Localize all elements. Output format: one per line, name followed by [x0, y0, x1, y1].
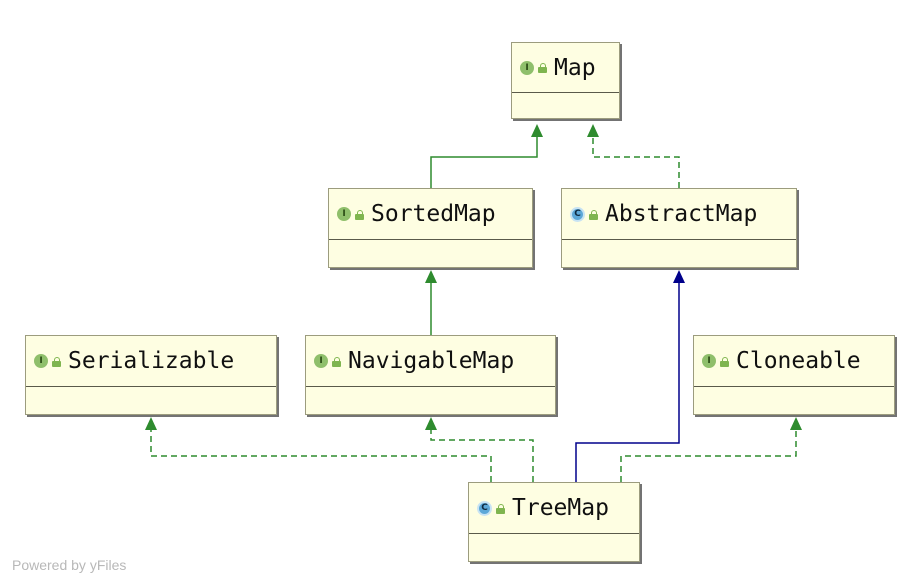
node-label: TreeMap	[512, 495, 609, 521]
edge-treemap-abstractmap	[575, 282, 680, 482]
edge-treemap-serializable	[150, 429, 492, 482]
interface-icon: I	[337, 207, 351, 221]
arrowhead-treemap-navigablemap	[425, 417, 437, 430]
node-label: NavigableMap	[348, 348, 515, 374]
interface-icon: I	[314, 354, 328, 368]
interface-icon: I	[520, 60, 534, 75]
abstract-class-icon: C	[570, 206, 585, 222]
public-visibility-icon	[52, 356, 61, 367]
public-visibility-icon	[332, 356, 341, 367]
node-cloneable[interactable]: I Cloneable	[693, 335, 895, 415]
node-label: SortedMap	[371, 201, 496, 227]
edge-abstractmap-map	[592, 136, 680, 188]
arrowhead-sortedmap-map	[531, 124, 543, 137]
node-navigablemap[interactable]: I NavigableMap	[305, 335, 556, 415]
node-label: Serializable	[68, 348, 235, 374]
node-label: Map	[554, 54, 596, 81]
arrowhead-abstractmap-map	[587, 124, 599, 137]
public-visibility-icon	[538, 63, 547, 73]
public-visibility-icon	[720, 356, 729, 367]
public-visibility-icon	[496, 503, 505, 514]
interface-icon: I	[702, 354, 716, 368]
node-sortedmap[interactable]: I SortedMap	[328, 188, 533, 268]
node-label: Cloneable	[736, 348, 861, 374]
node-label: AbstractMap	[605, 201, 758, 227]
interface-icon: I	[34, 354, 48, 368]
edge-treemap-cloneable	[620, 429, 797, 482]
public-visibility-icon	[355, 209, 364, 220]
node-treemap[interactable]: C TreeMap	[468, 482, 640, 562]
edge-treemap-navigablemap	[430, 429, 534, 482]
arrowhead-treemap-cloneable	[790, 417, 802, 430]
arrowhead-navigablemap-sortedmap	[425, 270, 437, 283]
edge-sortedmap-map	[430, 136, 538, 188]
node-abstractmap[interactable]: C AbstractMap	[561, 188, 797, 268]
yfiles-watermark: Powered by yFiles	[12, 557, 127, 573]
arrowhead-treemap-serializable	[145, 417, 157, 430]
arrowhead-treemap-abstractmap	[673, 270, 685, 283]
class-icon: C	[477, 500, 492, 516]
public-visibility-icon	[589, 209, 598, 220]
node-serializable[interactable]: I Serializable	[25, 335, 277, 415]
node-map[interactable]: I Map	[511, 42, 620, 119]
